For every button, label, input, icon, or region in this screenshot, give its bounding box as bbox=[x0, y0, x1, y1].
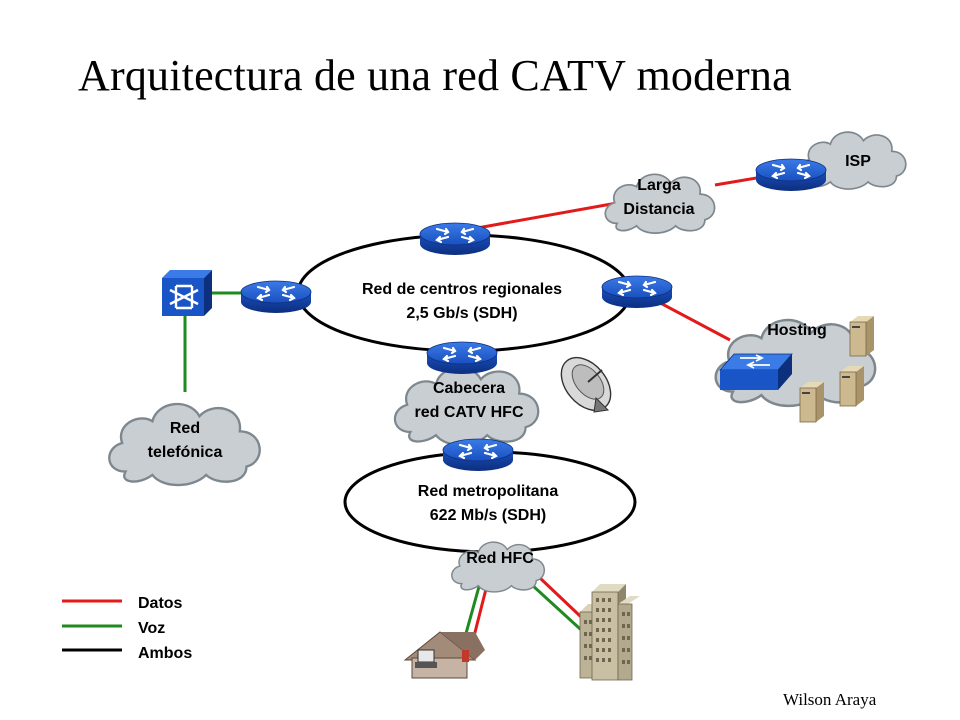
router-regional-right bbox=[600, 274, 674, 310]
ring-metro-label-1: Red metropolitana bbox=[418, 483, 559, 500]
cloud-isp: ISP bbox=[799, 131, 907, 190]
cloud-larga-distancia: Larga Distancia bbox=[604, 173, 716, 235]
house-icon bbox=[403, 631, 485, 679]
router-cabecera bbox=[425, 340, 499, 376]
cloud-cabecera-label-1: Cabecera bbox=[433, 380, 505, 397]
legend-label-voz: Voz bbox=[138, 620, 165, 637]
satellite-dish-icon bbox=[560, 356, 612, 413]
legend: Datos Voz Ambos bbox=[62, 595, 192, 662]
ring-metro-label-2: 622 Mb/s (SDH) bbox=[430, 507, 546, 524]
router-regional-top bbox=[418, 221, 492, 257]
hosting-switch-icon bbox=[719, 353, 793, 390]
cloud-red-hfc-label: Red HFC bbox=[466, 550, 534, 567]
cloud-red-hfc: Red HFC bbox=[450, 541, 546, 593]
ring-regional-label-2: 2,5 Gb/s (SDH) bbox=[406, 305, 517, 322]
server-icon-1 bbox=[849, 316, 874, 357]
server-icon-2 bbox=[839, 366, 864, 407]
server-icon-3 bbox=[799, 382, 824, 423]
router-metro bbox=[441, 437, 515, 473]
page-title: Arquitectura de una red CATV moderna bbox=[78, 51, 792, 100]
cloud-cabecera-label-2: red CATV HFC bbox=[414, 404, 523, 421]
cloud-larga-distancia-label-2: Distancia bbox=[623, 201, 694, 218]
cloud-hosting: Hosting bbox=[714, 318, 877, 408]
cloud-red-telefonica: Red telefónica bbox=[107, 402, 262, 487]
cloud-hosting-label: Hosting bbox=[767, 322, 827, 339]
voice-switch-icon bbox=[162, 270, 212, 316]
router-regional-left bbox=[239, 279, 313, 315]
legend-label-ambos: Ambos bbox=[138, 645, 192, 662]
cloud-larga-distancia-label-1: Larga bbox=[637, 177, 681, 194]
building-icon bbox=[579, 584, 640, 681]
ring-regional-label-1: Red de centros regionales bbox=[362, 281, 562, 298]
cloud-red-telefonica-label-1: Red bbox=[170, 420, 200, 437]
cloud-red-telefonica-label-2: telefónica bbox=[148, 444, 223, 461]
legend-label-datos: Datos bbox=[138, 595, 183, 612]
cloud-cabecera: Cabecera red CATV HFC bbox=[393, 366, 540, 447]
author-credit: Wilson Araya bbox=[783, 690, 877, 709]
router-isp bbox=[754, 157, 828, 193]
cloud-isp-label: ISP bbox=[845, 153, 871, 170]
